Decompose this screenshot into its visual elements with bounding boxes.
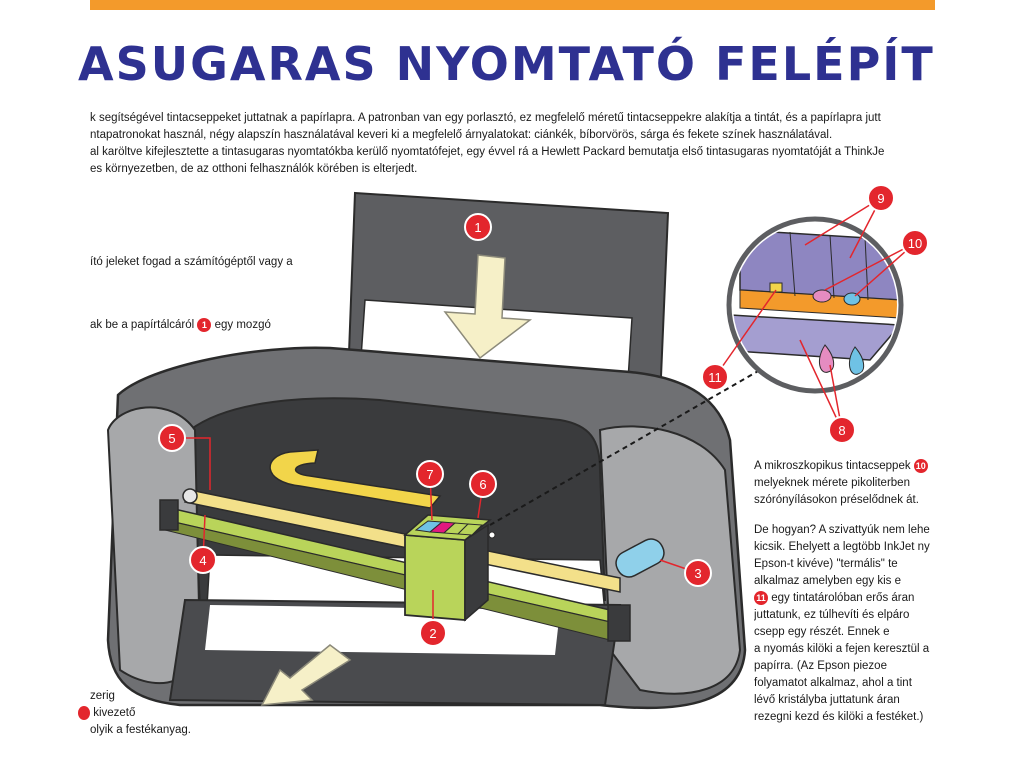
callout-badge: 10: [901, 229, 929, 257]
left-text-fragment: ak be a papírtálcáról 1 egy mozgó: [90, 317, 271, 332]
ribbon-cable: [269, 449, 442, 509]
rail-bracket-left: [159, 499, 179, 531]
svg-text:6: 6: [479, 477, 486, 492]
callout-badge: 5: [158, 424, 186, 452]
svg-text:3: 3: [694, 566, 701, 581]
output-paper-front: [205, 605, 560, 655]
callout-badge: 8: [828, 416, 856, 444]
ink-slot-black: [456, 523, 484, 536]
rail-bracket-right: [607, 604, 631, 642]
right-text-block-1: A mikroszkopikus tintacseppek 10 melyekn…: [754, 458, 928, 506]
left-bottom-text: olyik a festékanyag.: [90, 724, 192, 736]
right-text-block-2: De hogyan? A szivattyúk nem lehe kicsik.…: [754, 524, 930, 723]
callout-badge: 2: [419, 619, 447, 647]
callout-badge: 3: [684, 559, 712, 587]
callout-badge: 4: [189, 546, 217, 574]
left-text-fragment: ító jeleket fogad a számítógéptől vagy a: [90, 256, 293, 268]
callout-badge-inline: [78, 705, 90, 720]
intro-text: k segítségével tintacseppeket juttatnak …: [90, 110, 935, 178]
svg-text:2: 2: [429, 626, 436, 641]
page-title: ASUGARAS NYOMTATÓ FELÉPÍTÉSE: [78, 37, 938, 91]
svg-text:7: 7: [426, 467, 433, 482]
intro-line: k segítségével tintacseppeket juttatnak …: [90, 112, 881, 124]
svg-text:11: 11: [708, 370, 722, 385]
cartridge-sensor: [488, 531, 496, 539]
ink-cartridge-side: [464, 523, 489, 622]
callout-badge-inline: 11: [754, 590, 768, 605]
callout-badge: 11: [701, 363, 729, 391]
callout-badge-inline: 1: [197, 317, 212, 332]
left-bottom-text: zerig: [90, 690, 115, 702]
intro-line: al karöltve kifejlesztette a tintasugara…: [90, 146, 885, 158]
svg-text:5: 5: [168, 431, 175, 446]
printer-side-panel: [598, 425, 742, 695]
intro-line: es környezetben, de az otthoni felhaszná…: [90, 163, 418, 175]
callout-badge: 6: [469, 470, 497, 498]
paper-roller: [615, 538, 665, 578]
intro-line: ntapatronokat használ, négy alapszín has…: [90, 129, 833, 141]
ink-cartridge: [404, 534, 466, 621]
callout-badge: 1: [464, 213, 492, 241]
callout-badge: 9: [867, 184, 895, 212]
paper-feed-arrow: [443, 254, 533, 360]
callout-badge-inline: 10: [913, 458, 928, 473]
nozzle-detail: [733, 229, 897, 375]
svg-text:9: 9: [877, 191, 884, 206]
svg-text:4: 4: [199, 553, 206, 568]
svg-text:10: 10: [908, 236, 922, 251]
magnifier-pointer: [489, 369, 761, 526]
left-bottom-text: kivezető: [78, 705, 135, 722]
svg-text:1: 1: [474, 220, 481, 235]
svg-text:8: 8: [838, 423, 845, 438]
callout-badge: 7: [416, 460, 444, 488]
accent-bar: [90, 0, 935, 10]
paper-output-arrow: [260, 644, 352, 706]
pulley-left: [182, 488, 198, 504]
printer-side-panel: [106, 406, 202, 684]
